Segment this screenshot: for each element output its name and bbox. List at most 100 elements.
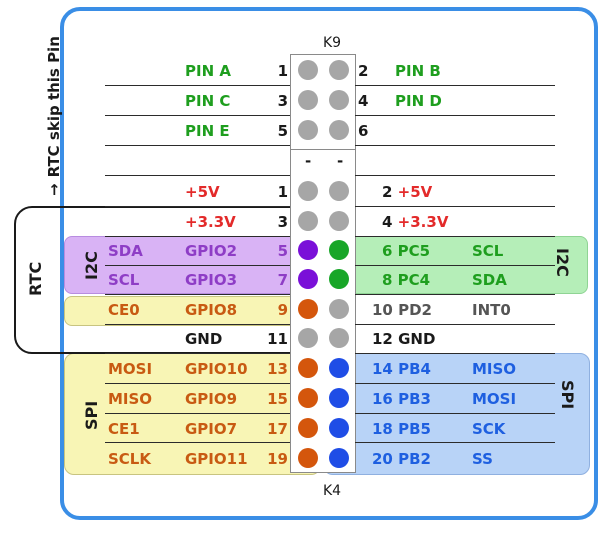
- k9-right-label: PIN D: [395, 92, 442, 110]
- k4-left-gpio: GPIO2: [185, 242, 238, 260]
- k4-left-gpio: GPIO9: [185, 390, 238, 408]
- k4-right-number: 4: [382, 213, 393, 231]
- k4-right-func: SCL: [472, 242, 504, 260]
- k4-pin-2: [329, 181, 349, 201]
- row-line: [105, 442, 290, 443]
- k4-left-number: 11: [267, 330, 288, 348]
- k4-pin-17: [298, 418, 318, 438]
- spi-right-label: SPI: [558, 380, 577, 410]
- k4-left-func: MOSI: [108, 360, 153, 378]
- k4-right-func: MOSI: [472, 390, 517, 408]
- k4-pin-13: [298, 358, 318, 378]
- k4-right-voltage: +3.3V: [397, 213, 449, 231]
- k4-left-gpio: GPIO3: [185, 271, 238, 289]
- arrow-down-icon: →: [45, 183, 63, 196]
- k4-pin-19: [298, 448, 318, 468]
- k4-left-number: 17: [267, 420, 288, 438]
- k9-left-number: 1: [277, 62, 288, 80]
- k4-right-func: INT0: [472, 301, 511, 319]
- k4-left-func: SDA: [108, 242, 143, 260]
- k4-left-func: MISO: [108, 390, 153, 408]
- k4-right-pin: 2 +5V: [382, 183, 432, 201]
- separator-left-dash: -: [305, 152, 312, 170]
- k4-right-func: SDA: [472, 271, 507, 289]
- k4-right-pin: 8 PC4: [382, 271, 431, 289]
- k4-pin-9: [298, 299, 318, 319]
- k4-left-number: 13: [267, 360, 288, 378]
- row-line: [105, 206, 290, 207]
- row-line: [355, 294, 555, 295]
- k4-pin-5: [298, 240, 318, 260]
- k9-right-number: 4: [358, 92, 369, 110]
- k4-pin-7: [298, 269, 318, 289]
- row-line: [105, 383, 290, 384]
- k4-pin-4: [329, 211, 349, 231]
- k4-right-func: SS: [472, 450, 493, 468]
- row-line: [105, 265, 290, 266]
- k4-pin-3: [298, 211, 318, 231]
- row-line: [355, 324, 555, 325]
- k4-left-gpio: +3.3V: [185, 213, 236, 231]
- k4-left-func: SCLK: [108, 450, 151, 468]
- row-line: [355, 383, 555, 384]
- k4-left-number: 9: [277, 301, 288, 319]
- k9-left-label: PIN A: [185, 62, 231, 80]
- k4-pin-11: [298, 328, 318, 348]
- rtc-skip-text: RTC skip this Pin: [45, 36, 63, 178]
- k4-right-func: MISO: [472, 360, 517, 378]
- k4-left-number: 7: [277, 271, 288, 289]
- k4-right-number: 2: [382, 183, 393, 201]
- k9-right-number: 2: [358, 62, 369, 80]
- k4-left-number: 15: [267, 390, 288, 408]
- k4-pin-16: [329, 388, 349, 408]
- k4-right-pin: 12 GND: [372, 330, 436, 348]
- i2c-right-label: I2C: [553, 248, 572, 277]
- row-line: [355, 265, 555, 266]
- k9-pin-1: [298, 60, 318, 80]
- k9-right-label: PIN B: [395, 62, 441, 80]
- row-line: [105, 115, 290, 116]
- k9-left-label: PIN C: [185, 92, 231, 110]
- row-line: [355, 353, 555, 354]
- k4-pin-15: [298, 388, 318, 408]
- rtc-group-label: RTC: [26, 261, 45, 296]
- k4-pin-14: [329, 358, 349, 378]
- k4-left-number: 5: [277, 242, 288, 260]
- k4-right-pin: 10 PD2: [372, 301, 432, 319]
- k4-left-number: 3: [277, 213, 288, 231]
- k4-right-pin: 20 PB2: [372, 450, 431, 468]
- k4-right-pin: 14 PB4: [372, 360, 431, 378]
- k4-right-pin: 18 PB5: [372, 420, 431, 438]
- row-line: [105, 324, 290, 325]
- i2c-left-label: I2C: [82, 251, 101, 280]
- k9-pin-2: [329, 60, 349, 80]
- board-frame: [60, 7, 598, 520]
- row-line: [105, 413, 290, 414]
- k4-left-gpio: +5V: [185, 183, 220, 201]
- row-line: [105, 236, 290, 237]
- k4-left-gpio: GPIO11: [185, 450, 248, 468]
- k9-pin-4: [329, 90, 349, 110]
- k9-left-number: 5: [277, 122, 288, 140]
- row-line: [105, 294, 290, 295]
- row-line: [355, 115, 555, 116]
- k4-right-pin: 6 PC5: [382, 242, 431, 260]
- row-line: [355, 85, 555, 86]
- row-line: [355, 236, 555, 237]
- k9-left-label: PIN E: [185, 122, 230, 140]
- k4-pin-6: [329, 240, 349, 260]
- k9-pin-5: [298, 120, 318, 140]
- spi-right-zone: [323, 353, 590, 475]
- k4-right-func: SCK: [472, 420, 506, 438]
- rtc-skip-note: → RTC skip this Pin: [45, 36, 63, 196]
- k4-pin-10: [329, 299, 349, 319]
- k4-left-number: 19: [267, 450, 288, 468]
- k4-left-func: CE0: [108, 301, 140, 319]
- k4-pin-12: [329, 328, 349, 348]
- row-line: [105, 353, 290, 354]
- connector-k4-label: K4: [322, 483, 342, 499]
- connector-k9-label: K9: [322, 35, 342, 51]
- row-line: [105, 85, 290, 86]
- row-line: [105, 145, 290, 146]
- k4-pin-18: [329, 418, 349, 438]
